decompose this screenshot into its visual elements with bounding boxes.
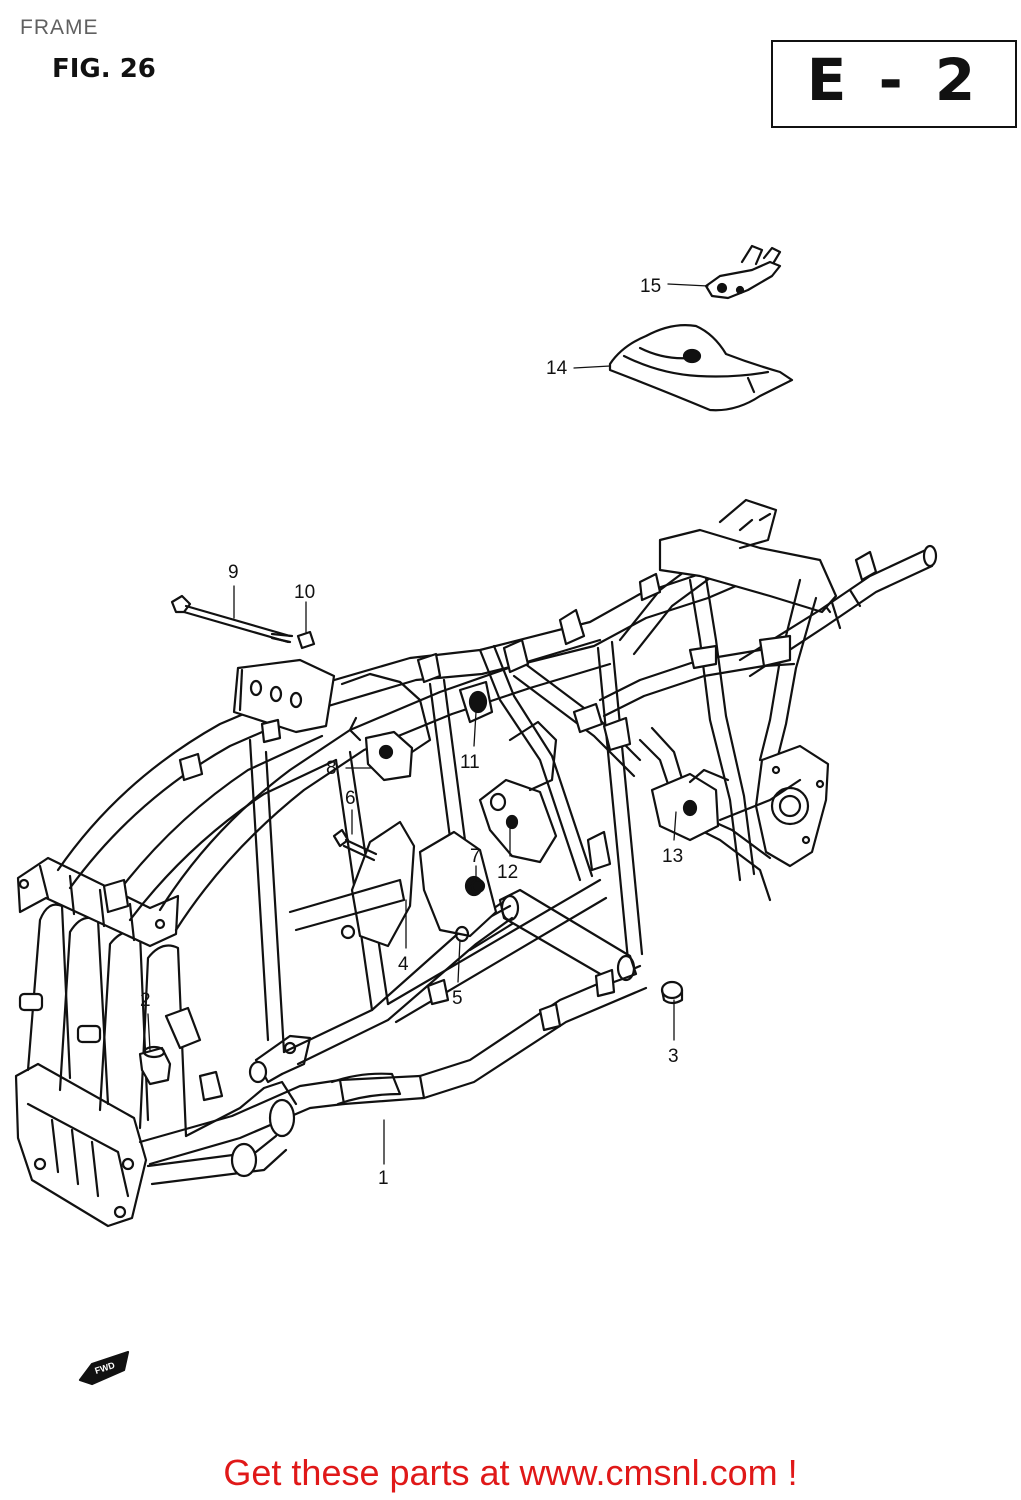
- part-6-bolt: [332, 828, 378, 862]
- callout-14: 14: [546, 358, 568, 379]
- part-14-cover: [608, 324, 794, 412]
- footer-link[interactable]: Get these parts at www.cmsnl.com !: [223, 1452, 798, 1493]
- callout-9: 9: [228, 562, 239, 583]
- callout-4: 4: [398, 954, 409, 975]
- fwd-arrow: [78, 1350, 130, 1386]
- part-9-bolt: [170, 594, 294, 644]
- diagram-title: FRAME: [20, 16, 99, 39]
- callout-5: 5: [452, 988, 463, 1009]
- part-10-nut: [296, 630, 316, 650]
- section-code-box: E - 2: [771, 40, 1017, 128]
- figure-label: FIG. 26: [52, 54, 156, 84]
- callout-13: 13: [662, 846, 683, 867]
- leader-lines: [147, 283, 709, 1165]
- section-code: E - 2: [806, 46, 982, 114]
- callout-7: 7: [470, 846, 481, 867]
- callout-6: 6: [345, 788, 356, 809]
- part-7-nut: [470, 878, 486, 894]
- callout-2: 2: [140, 990, 151, 1011]
- part-15-clip: [704, 244, 782, 300]
- callout-11: 11: [460, 752, 480, 773]
- callout-8: 8: [326, 758, 337, 779]
- callout-15: 15: [640, 276, 661, 297]
- part-1-frame: [14, 498, 938, 1228]
- callout-10: 10: [294, 582, 315, 603]
- part-3-cap: [660, 980, 684, 1005]
- callout-1: 1: [378, 1168, 389, 1189]
- part-2-collar: [138, 1045, 172, 1086]
- callout-12: 12: [497, 862, 518, 883]
- callout-3: 3: [668, 1046, 679, 1067]
